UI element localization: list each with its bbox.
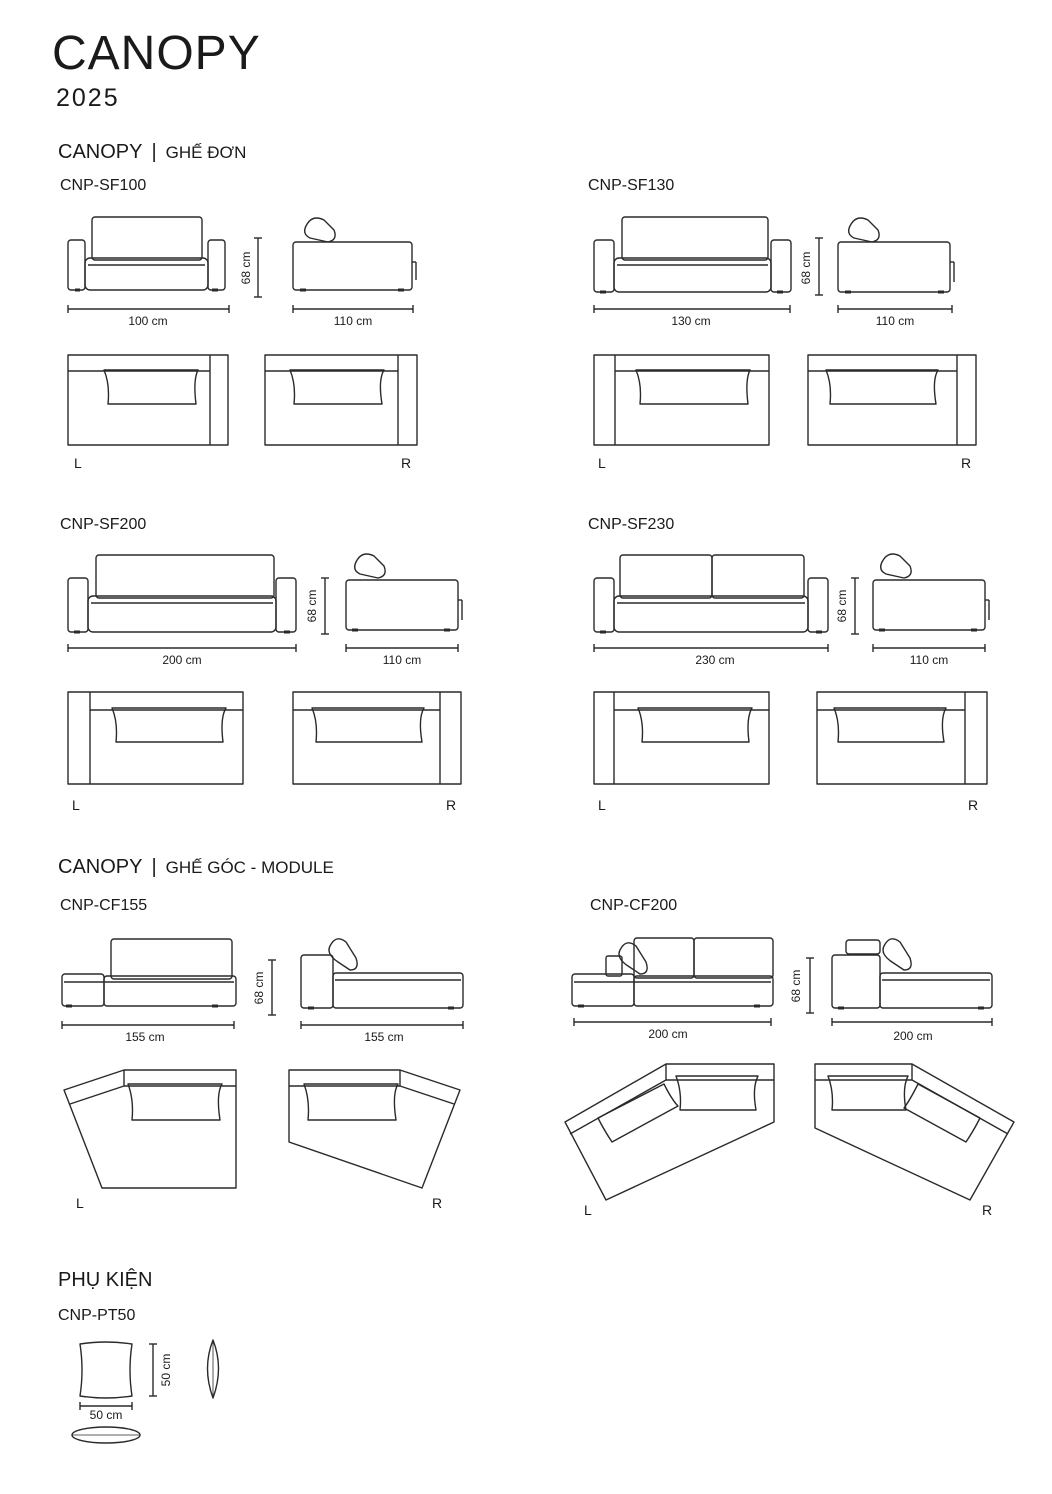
depth-label: 110 cm (334, 314, 372, 328)
right-variant-label: R (432, 1195, 442, 1211)
dimension-lines (593, 577, 986, 652)
section-divider: | (151, 856, 157, 878)
right-variant-label: R (446, 797, 456, 813)
depth-label: 200 cm (893, 1029, 932, 1043)
section-name: PHỤ KIỆN (58, 1269, 153, 1291)
side-view (831, 938, 993, 1010)
side-view (837, 217, 955, 294)
right-variant-label: R (961, 455, 971, 471)
dimension-lines (61, 959, 464, 1029)
sofa-sf230-drawings (593, 553, 990, 785)
front-view (67, 554, 297, 634)
height-label: 68 cm (789, 970, 803, 1003)
width-label: 50 cm (90, 1408, 123, 1422)
left-variant-label: L (76, 1195, 84, 1211)
dimension-lines (573, 957, 993, 1026)
section-name: CANOPY (58, 141, 143, 163)
height-label: 68 cm (252, 972, 266, 1005)
product-code-sf200: CNP-SF200 (60, 516, 147, 533)
corner-cf200-drawings (564, 937, 1015, 1201)
section-subtitle: GHẾ ĐƠN (165, 143, 247, 162)
side-view (345, 553, 463, 632)
section-heading-accessories: PHỤ KIỆN (58, 1270, 152, 1290)
dimension-lines (67, 237, 414, 313)
front-view (61, 938, 237, 1008)
front-view (67, 216, 226, 292)
product-code-sf100: CNP-SF100 (60, 177, 147, 194)
top-view-right (814, 1063, 1015, 1201)
top-view-right (816, 691, 988, 785)
top-view-left (63, 1069, 237, 1189)
left-variant-label: L (72, 797, 80, 813)
width-label: 230 cm (695, 653, 734, 667)
sofa-sf130-drawings (593, 216, 977, 446)
product-code-sf230: CNP-SF230 (588, 516, 675, 533)
pillow-pt50-drawings (71, 1339, 220, 1444)
corner-cf155-drawings (61, 938, 464, 1189)
dimension-lines (67, 577, 459, 652)
front-view (571, 937, 774, 1008)
height-label: 68 cm (239, 252, 253, 285)
section-divider: | (151, 141, 157, 163)
side-view (872, 553, 990, 632)
width-label: 130 cm (671, 314, 710, 328)
brand-title: CANOPY (52, 27, 261, 80)
top-view-left (593, 691, 770, 785)
left-variant-label: L (74, 455, 82, 471)
width-label: 200 cm (648, 1027, 687, 1041)
front-view (593, 554, 829, 634)
collection-year: 2025 (56, 84, 120, 112)
section-subtitle: GHẾ GÓC - MODULE (165, 858, 334, 877)
left-variant-label: L (584, 1202, 592, 1218)
top-view-right (807, 354, 977, 446)
top-view-left (564, 1063, 775, 1201)
pillow-side-view (206, 1339, 220, 1399)
left-variant-label: L (598, 797, 606, 813)
height-label: 50 cm (159, 1354, 173, 1387)
side-view (292, 217, 417, 292)
product-code-sf130: CNP-SF130 (588, 177, 675, 194)
top-view-left (67, 354, 229, 446)
width-label: 155 cm (125, 1030, 164, 1044)
depth-label: 110 cm (910, 653, 948, 667)
top-view-right (292, 691, 462, 785)
height-label: 68 cm (305, 590, 319, 623)
width-label: 200 cm (162, 653, 201, 667)
front-view (593, 216, 792, 294)
right-variant-label: R (401, 455, 411, 471)
right-variant-label: R (982, 1202, 992, 1218)
height-label: 68 cm (799, 252, 813, 285)
product-code-cf155: CNP-CF155 (60, 897, 148, 914)
product-code-pt50: CNP-PT50 (58, 1307, 136, 1324)
top-view-right (288, 1069, 461, 1189)
dimension-lines (593, 237, 953, 313)
section-heading-corner: CANOPY | GHẾ GÓC - MODULE (58, 857, 334, 877)
top-view-left (67, 691, 244, 785)
depth-label: 110 cm (876, 314, 914, 328)
product-code-cf200: CNP-CF200 (590, 897, 678, 914)
section-name: CANOPY (58, 856, 143, 878)
sofa-sf200-drawings (67, 553, 463, 785)
depth-label: 155 cm (364, 1030, 403, 1044)
side-view (300, 938, 464, 1010)
section-heading-single: CANOPY | GHẾ ĐƠN (58, 142, 246, 162)
top-view-left (593, 354, 770, 446)
depth-label: 110 cm (383, 653, 421, 667)
sofa-sf100-drawings (67, 216, 418, 446)
dimension-labels: 100 cm 110 cm 68 cm L R 130 cm 110 cm 68… (72, 252, 992, 1422)
top-view-right (264, 354, 418, 446)
width-label: 100 cm (128, 314, 167, 328)
right-variant-label: R (968, 797, 978, 813)
left-variant-label: L (598, 455, 606, 471)
height-label: 68 cm (835, 590, 849, 623)
pillow-front-view (79, 1341, 133, 1399)
